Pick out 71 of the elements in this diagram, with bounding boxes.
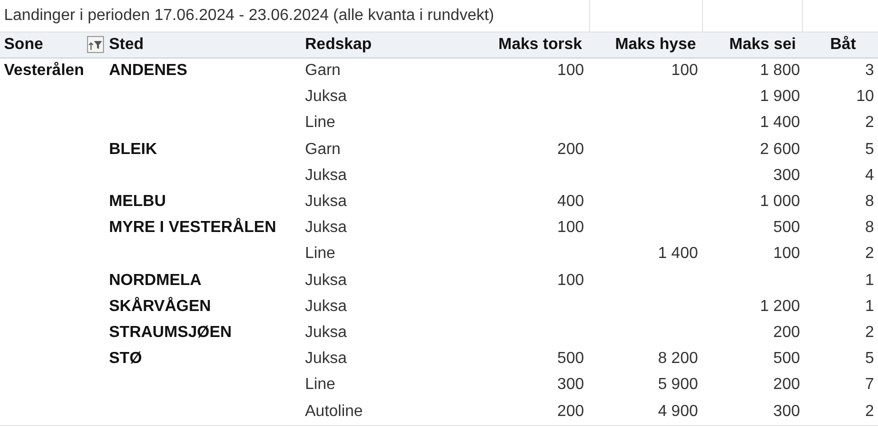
column-header: Maks sei [729, 35, 796, 55]
boat-count: 5 [865, 349, 874, 370]
quantity-value: 8 200 [658, 349, 698, 370]
column-header: Båt [830, 35, 856, 55]
quantity-value: 2 600 [760, 140, 800, 160]
gear-type: Garn [305, 61, 341, 81]
gear-type: Juksa [305, 323, 347, 343]
zone-name: Vesterålen [4, 61, 84, 81]
boat-count: 1 [865, 296, 874, 317]
quantity-value: 200 [773, 375, 800, 396]
gear-type: Autoline [305, 402, 363, 422]
quantity-value: 500 [557, 349, 584, 370]
gear-type: Garn [305, 140, 341, 160]
place-name: SKÅRVÅGEN [109, 296, 211, 317]
quantity-value: 100 [773, 244, 800, 264]
boat-count: 2 [865, 244, 874, 264]
quantity-value: 1 800 [760, 61, 800, 81]
gear-type: Juksa [305, 87, 347, 108]
place-name: BLEIK [109, 140, 157, 160]
quantity-value: 200 [557, 402, 584, 422]
place-name: MYRE I VESTERÅLEN [109, 218, 276, 238]
place-name: ANDENES [109, 61, 188, 81]
column-header: Redskap [305, 35, 372, 55]
gear-type: Juksa [305, 349, 347, 370]
boat-count: 8 [865, 218, 874, 238]
column-header: Maks torsk [498, 35, 582, 55]
place-name: NORDMELA [109, 270, 202, 291]
gear-type: Juksa [305, 270, 347, 291]
quantity-value: 100 [671, 61, 698, 81]
place-name: MELBU [109, 192, 166, 212]
column-header: Sone [4, 35, 44, 55]
quantity-value: 100 [557, 270, 584, 291]
quantity-value: 5 900 [658, 375, 698, 396]
table-title: Landinger i perioden 17.06.2024 - 23.06.2024 (alle kvanta i rundvekt) [4, 6, 494, 26]
quantity-value: 200 [773, 323, 800, 343]
gear-type: Juksa [305, 166, 347, 186]
place-name: STØ [109, 349, 142, 370]
quantity-value: 500 [773, 218, 800, 238]
quantity-value: 1 200 [760, 296, 800, 317]
gear-type: Line [305, 244, 336, 264]
column-header: Maks hyse [615, 35, 696, 55]
boat-count: 7 [865, 375, 874, 396]
gear-type: Line [305, 375, 336, 396]
gear-type: Juksa [305, 192, 347, 212]
boat-count: 1 [865, 270, 874, 291]
quantity-value: 200 [557, 140, 584, 160]
gear-type: Juksa [305, 218, 347, 238]
quantity-value: 300 [773, 166, 800, 186]
boat-count: 5 [865, 140, 874, 160]
quantity-value: 1 900 [760, 87, 800, 108]
quantity-value: 500 [773, 349, 800, 370]
quantity-value: 100 [557, 218, 584, 238]
boat-count: 8 [865, 192, 874, 212]
gear-type: Line [305, 113, 336, 134]
boat-count: 2 [865, 323, 874, 343]
place-name: STRAUMSJØEN [109, 323, 232, 343]
column-header: Sted [109, 35, 144, 55]
quantity-value: 1 000 [760, 192, 800, 212]
boat-count: 4 [865, 166, 874, 186]
quantity-value: 300 [773, 402, 800, 422]
quantity-value: 4 900 [658, 402, 698, 422]
quantity-value: 300 [557, 375, 584, 396]
boat-count: 2 [865, 113, 874, 134]
boat-count: 2 [865, 402, 874, 422]
quantity-value: 100 [557, 61, 584, 81]
quantity-value: 1 400 [760, 113, 800, 134]
quantity-value: 1 400 [658, 244, 698, 264]
quantity-value: 400 [557, 192, 584, 212]
boat-count: 3 [865, 61, 874, 81]
boat-count: 10 [856, 87, 874, 108]
gear-type: Juksa [305, 296, 347, 317]
